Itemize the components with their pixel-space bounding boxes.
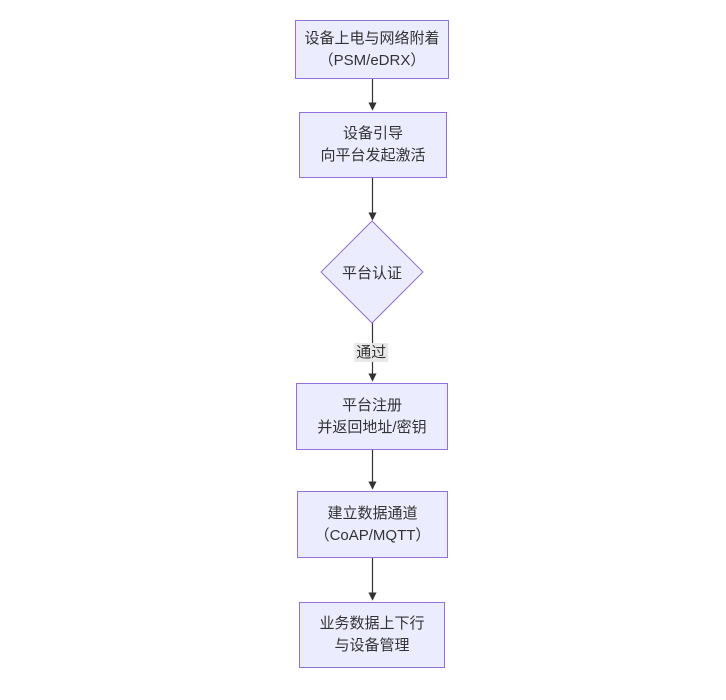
node-line: 向平台发起激活 — [320, 147, 426, 164]
node-business-data: 业务数据上下行 与设备管理 — [299, 602, 445, 668]
node-line: 并返回地址/密钥 — [317, 418, 427, 436]
node-line: 平台认证 — [341, 264, 402, 282]
node-line: （CoAP/MQTT） — [314, 526, 431, 544]
node-line: 与设备管理 — [334, 637, 410, 654]
node-line: （PSM/eDRX） — [318, 51, 426, 69]
node-line: 建立数据通道 — [327, 504, 418, 522]
node-platform-register: 平台注册 并返回地址/密钥 — [296, 383, 448, 450]
node-line: 设备上电与网络附着 — [304, 29, 440, 47]
node-line: 业务数据上下行 — [319, 615, 425, 632]
node-line: 设备引导 — [342, 125, 403, 142]
edge-label-pass: 通过 — [354, 343, 389, 362]
node-data-channel: 建立数据通道 （CoAP/MQTT） — [297, 491, 448, 558]
node-line: 平台注册 — [341, 396, 402, 414]
node-platform-auth: 平台认证 — [322, 222, 422, 322]
node-device-bootstrap: 设备引导 向平台发起激活 — [299, 112, 447, 178]
node-device-power-attach: 设备上电与网络附着 （PSM/eDRX） — [295, 20, 449, 79]
decision-diamond-shape — [320, 220, 424, 324]
